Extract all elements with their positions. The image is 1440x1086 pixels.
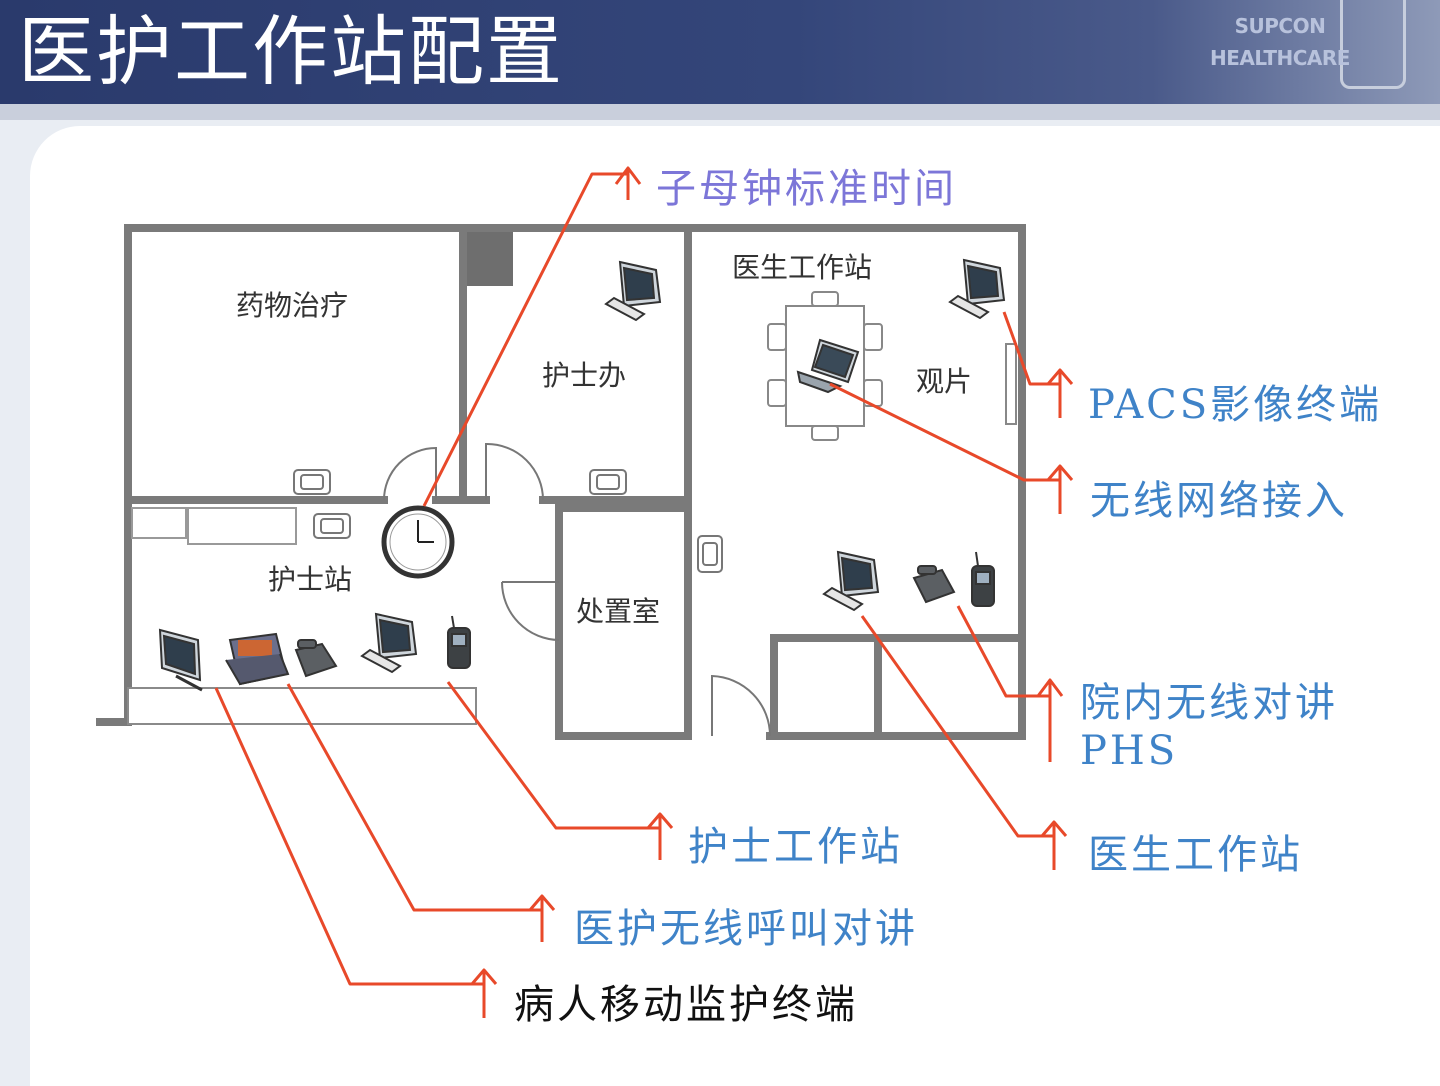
laptop-icon <box>796 338 860 394</box>
supcon-logo: SUPCON HEALTHCARE <box>1200 10 1360 74</box>
room-label-doctor-workstation: 医生工作站 <box>732 251 873 284</box>
floor-walls <box>96 224 1026 740</box>
monitor-icon <box>948 258 1006 320</box>
wall-clock-icon <box>381 505 455 579</box>
logo-line-2: HEALTHCARE <box>1210 46 1350 70</box>
callout-wireless: 无线网络接入 <box>1090 478 1348 524</box>
monitor-icon <box>604 260 662 322</box>
page-title: 医护工作站配置 <box>18 7 564 96</box>
logo-frame <box>1340 0 1406 89</box>
monitor-icon <box>158 628 203 692</box>
room-label-nurse-office: 护士办 <box>542 359 627 392</box>
content-panel <box>30 126 1440 1086</box>
callout-nurse-workstation: 护士工作站 <box>688 824 903 870</box>
room-label-medicine: 药物治疗 <box>236 289 349 322</box>
room-label-treatment: 处置室 <box>576 595 661 628</box>
callout-clock: 子母钟标准时间 <box>656 166 957 212</box>
sink-icons <box>293 469 723 573</box>
callout-arrows <box>214 166 1074 1018</box>
mobile-phone-icon <box>971 551 995 607</box>
patient-monitor-icon <box>225 632 290 686</box>
room-label-nurse-station: 护士站 <box>268 563 353 596</box>
callout-doctor-workstation: 医生工作站 <box>1088 832 1303 878</box>
desk-phone-icon <box>294 639 338 678</box>
nurse-counter <box>127 687 477 725</box>
callout-phs-line1: 院内无线对讲 <box>1080 680 1338 726</box>
callout-phs-line2: PHS <box>1080 728 1179 774</box>
callout-patient-monitor: 病人移动监护终端 <box>514 982 858 1028</box>
door-swings <box>383 442 771 737</box>
monitor-icon <box>822 550 880 612</box>
logo-line-1: SUPCON <box>1234 14 1326 38</box>
callout-pacs: PACS影像终端 <box>1088 382 1383 428</box>
film-viewer <box>1005 343 1017 425</box>
monitor-icon <box>360 612 418 674</box>
callout-intercom: 医护无线呼叫对讲 <box>574 906 918 952</box>
desk-phone-icon <box>912 565 956 604</box>
cabinet-left <box>131 507 187 539</box>
pillar <box>467 232 513 286</box>
header-bar <box>0 0 1440 104</box>
header-band <box>0 104 1440 120</box>
mobile-phone-icon <box>447 615 471 669</box>
room-label-film-view: 观片 <box>916 365 973 398</box>
cabinet-mid <box>187 507 297 545</box>
